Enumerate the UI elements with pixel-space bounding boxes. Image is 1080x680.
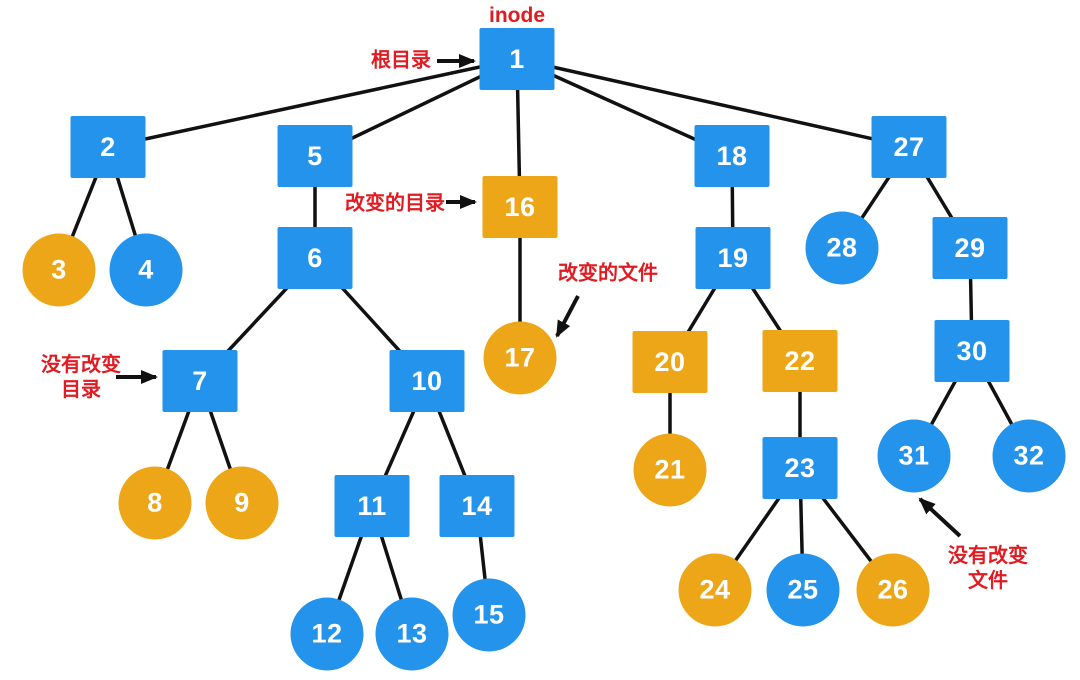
- node-31: 31: [877, 419, 951, 493]
- node-14: 14: [439, 475, 515, 537]
- node-25: 25: [766, 553, 840, 627]
- node-21: 21: [633, 433, 707, 507]
- unchanged-file-label: 没有改变 文件: [948, 545, 1028, 592]
- node-15: 15: [452, 578, 526, 652]
- annotation-arrows: [116, 54, 962, 538]
- edge-1-27: [516, 57, 910, 149]
- node-12: 12: [290, 597, 364, 671]
- edge-1-2: [107, 57, 518, 149]
- changed-directory-label: 改变的目录: [345, 192, 445, 215]
- node-19: 19: [695, 227, 771, 289]
- node-13: 13: [375, 597, 449, 671]
- node-10: 10: [389, 350, 465, 412]
- node-6: 6: [277, 227, 353, 289]
- inode-title: inode: [489, 3, 545, 27]
- changed-file-arrow: [555, 295, 580, 338]
- node-3: 3: [22, 233, 96, 307]
- node-23: 23: [762, 437, 838, 499]
- node-26: 26: [856, 553, 930, 627]
- node-27: 27: [871, 116, 947, 178]
- node-22: 22: [762, 330, 838, 392]
- node-17: 17: [483, 321, 557, 395]
- node-7: 7: [162, 350, 238, 412]
- node-2: 2: [70, 116, 146, 178]
- node-1: 1: [479, 28, 555, 90]
- changed-file-label: 改变的文件: [558, 262, 658, 285]
- node-11: 11: [334, 475, 410, 537]
- node-28: 28: [805, 211, 879, 285]
- node-29: 29: [932, 217, 1008, 279]
- node-8: 8: [118, 466, 192, 540]
- node-5: 5: [277, 125, 353, 187]
- node-20: 20: [632, 331, 708, 393]
- unchanged-directory-label: 没有改变 目录: [41, 354, 121, 401]
- node-18: 18: [694, 125, 770, 187]
- node-16: 16: [482, 176, 558, 238]
- node-24: 24: [678, 553, 752, 627]
- unchanged-file-arrow: [918, 497, 962, 538]
- node-9: 9: [205, 466, 279, 540]
- node-30: 30: [934, 320, 1010, 382]
- node-32: 32: [992, 419, 1066, 493]
- node-4: 4: [109, 233, 183, 307]
- root-directory-label: 根目录: [371, 49, 431, 72]
